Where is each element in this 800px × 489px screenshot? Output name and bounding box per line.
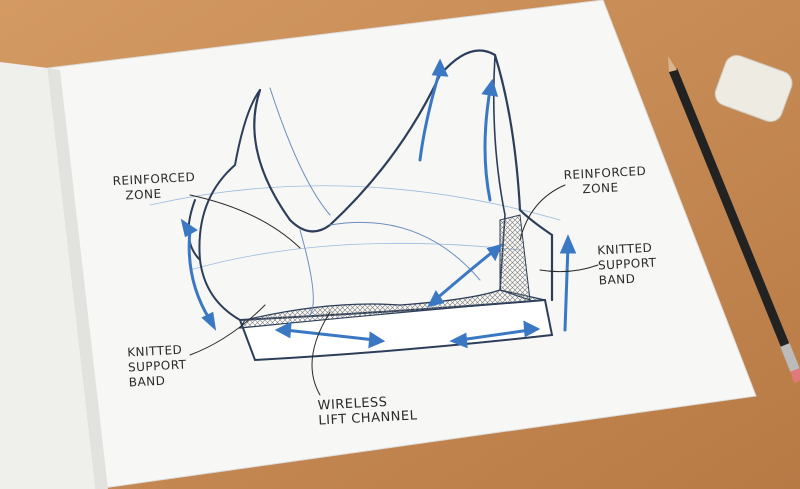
label-reinforced-zone-right: REINFORCED ZONE (563, 164, 647, 198)
sports-bra-sketch (149, 49, 599, 396)
label-line: BAND (598, 271, 636, 288)
label-knitted-support-band-right: KNITTED SUPPORT BAND (597, 240, 658, 288)
left-page (0, 62, 96, 489)
pencil (668, 56, 800, 383)
label-knitted-support-band-left: KNITTED SUPPORT BAND (127, 342, 188, 390)
label-line: SUPPORT (597, 255, 657, 273)
eraser (714, 54, 793, 122)
label-line: BAND (128, 373, 166, 390)
page-spine-shadow (48, 68, 108, 489)
label-line: SUPPORT (127, 357, 187, 375)
label-wireless-lift-channel: WIRELESS LIFT CHANNEL (317, 393, 417, 429)
label-reinforced-zone-left: REINFORCED ZONE (112, 170, 196, 204)
